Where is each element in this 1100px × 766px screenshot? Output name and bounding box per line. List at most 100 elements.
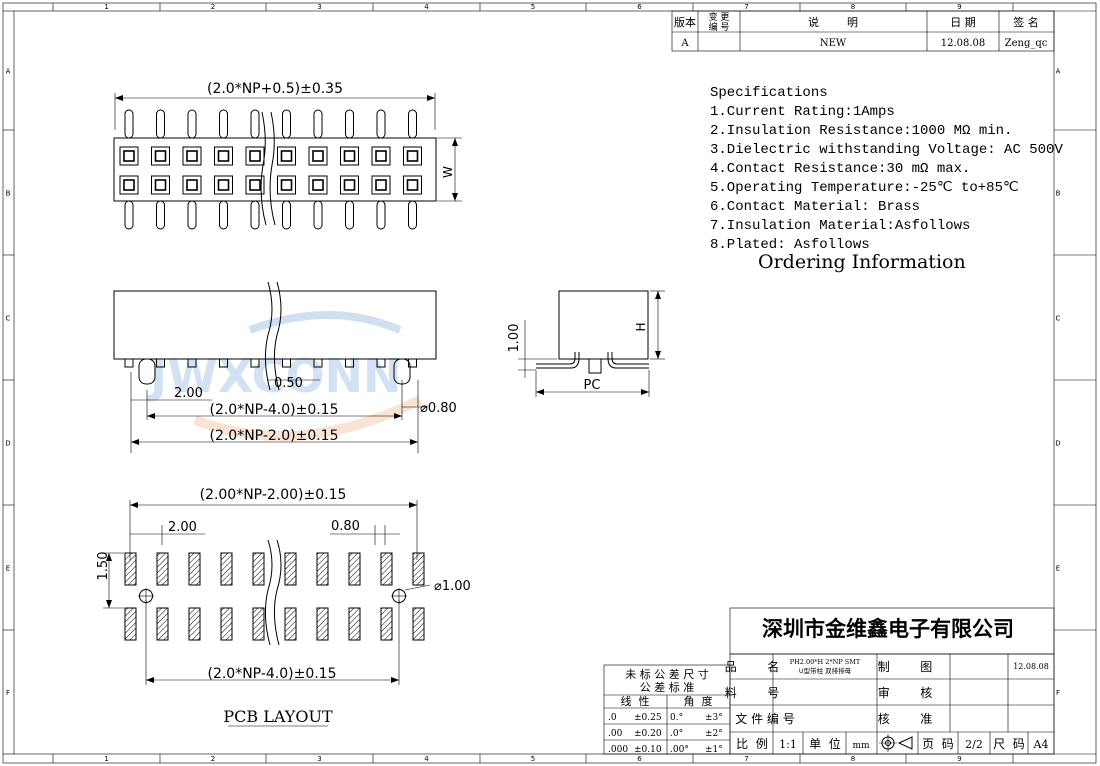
contact-hole [375,150,387,162]
pin [187,109,197,139]
pin [282,200,291,230]
label-page: 页 码 [922,737,954,751]
grid-letter: E [6,565,10,573]
pcb-pad [252,552,265,586]
draw-date: 12.08.08 [1013,662,1049,671]
watermark: JWXCONN [147,311,423,441]
grid-letter: B [6,190,11,198]
dim-050: 0.50 [274,376,303,391]
grid-number: 8 [851,755,855,763]
grid-number: 2 [211,755,215,763]
contact-hole [375,179,387,191]
pcb-pad [156,552,169,586]
label-size: 尺 码 [993,737,1025,751]
grid-number: 3 [317,3,321,11]
contact-square [308,146,328,166]
tol-linear-digits: .0 [608,713,617,723]
pcb-pad [348,552,361,586]
grid-number: 5 [531,755,535,763]
dim-side-100: 1.00 [507,324,522,353]
rev-header-version: 版本 [674,15,696,29]
spec-item: 8.Plated: Asfollows [710,237,870,253]
tol-angle-value: ±1° [705,745,723,755]
contact-square [403,146,422,166]
grid-number: 3 [317,755,321,763]
smt-foot [187,358,197,368]
grid-number: 9 [957,3,961,11]
smt-foot [282,358,291,368]
pcb-pad [412,552,425,586]
projection-symbol-icon [879,734,913,752]
inner-border [13,10,1055,755]
contact-hole [217,179,230,191]
tol-title: 未 标 公 差 尺 寸 [625,667,708,681]
pcb-dim-np2: (2.00*NP-2.00)±0.15 [200,487,347,503]
dim-pc: PC [584,378,601,393]
specifications: Specifications 1.Current Rating:1Amps2.I… [710,85,1063,273]
contact-square [214,175,233,195]
contact-square [245,175,265,195]
contact-square [214,146,233,166]
rev-header-desc: 说 明 [808,15,858,29]
pin [250,200,260,230]
pin [250,109,260,139]
contact-hole [343,150,356,162]
contact-hole [406,179,419,191]
grid-letter: D [5,440,10,448]
tol-linear: 线 性 [621,694,650,708]
tol-angle-digits: .00° [670,745,689,755]
pin [219,200,228,230]
pcb-pad [348,607,361,641]
pcb-pad [316,607,329,641]
side-view: 1.00 PC H [507,290,665,397]
grid-number: 5 [531,3,535,11]
label-check: 审 核 [878,685,933,700]
grid-number: 4 [424,755,429,763]
dim-200: 2.00 [174,386,203,401]
contact-square [277,146,296,166]
label-part-name: 品 名 [725,659,780,674]
ordering-information: Ordering Information [758,251,966,273]
contact-hole [123,179,135,191]
tol-angle-digits: .0° [670,729,683,739]
spec-item: 6.Contact Material: Brass [710,199,920,215]
pin [156,200,165,230]
contact-hole [186,179,198,191]
size-value: A4 [1033,738,1049,751]
scale-value: 1:1 [779,738,797,751]
contact-square [151,175,170,195]
contact-hole [186,150,198,162]
contact-square [119,146,139,166]
label-approve: 核 准 [878,712,933,726]
pin [282,109,291,139]
contact-square [371,175,391,195]
label-draw: 制 图 [878,660,933,674]
top-housing [113,137,437,202]
contact-square [308,175,328,195]
pcb-pad [252,607,265,641]
pin [408,109,417,139]
revision-block: 版本 变 更 编 号 说 明 日 期 签 名 A NEW 12.08.08 Ze… [671,10,1055,52]
tol-angle-value: ±3° [705,713,723,723]
tol-linear-value: ±0.10 [634,745,662,755]
contact-square [119,175,139,195]
company-name: 深圳市金维鑫电子有限公司 [762,617,1014,641]
contact-hole [280,150,293,162]
rev-date: 12.08.08 [941,38,986,49]
pcb-dim-100: ⌀1.00 [434,579,471,594]
grid-letter: D [1055,440,1060,448]
pin [376,109,386,139]
contact-square [182,175,202,195]
label-unit: 单 位 [809,736,841,751]
contact-hole [249,179,261,191]
contact-hole [312,150,324,162]
dim-np2: (2.0*NP-2.0)±0.15 [209,428,338,444]
top-view: (2.0*NP+0.5)±0.35 W [113,81,462,230]
dim-np4: (2.0*NP-4.0)±0.15 [209,402,338,418]
grid-letter: A [1056,68,1061,76]
contact-hole [343,179,356,191]
grid-number: 7 [744,755,748,763]
pin [408,200,417,230]
